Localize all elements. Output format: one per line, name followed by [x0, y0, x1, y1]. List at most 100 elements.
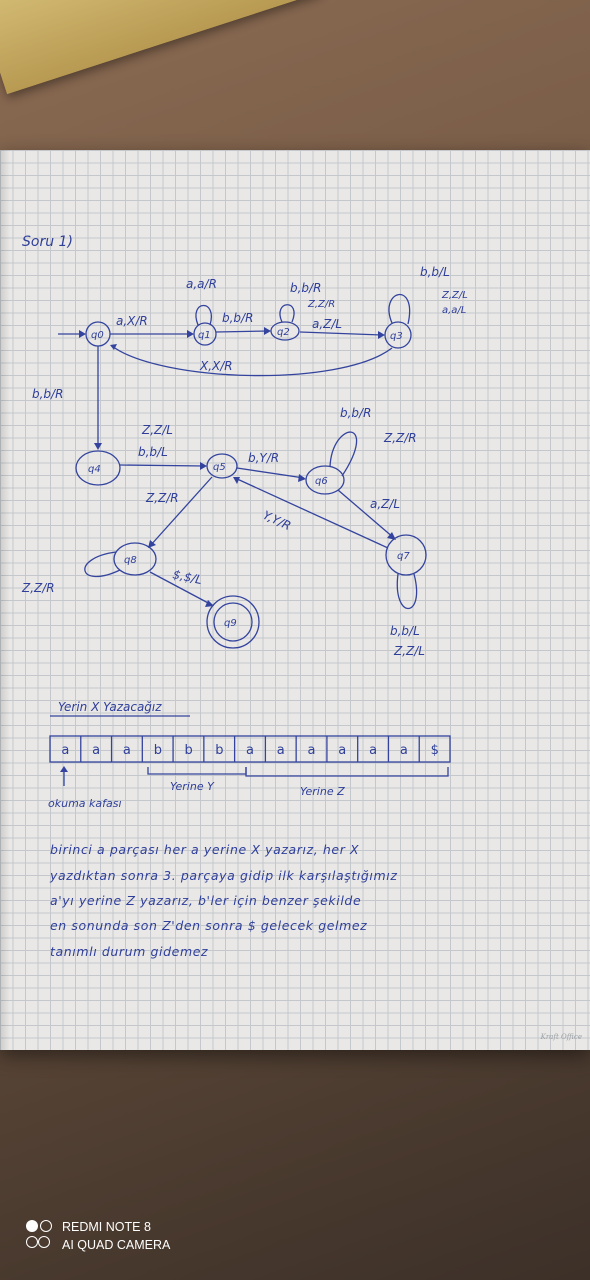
svg-text:b,b/R: b,b/R	[340, 406, 371, 420]
svg-text:X,X/R: X,X/R	[199, 359, 233, 373]
svg-text:q4: q4	[88, 464, 101, 475]
brace-z: Yerine Z	[245, 767, 449, 798]
tape-cell-symbol: a	[246, 743, 254, 758]
brace-y: Yerine Y	[147, 767, 247, 793]
explanation-line-1: birinci a parçası her a yerine X yazarız…	[50, 842, 359, 857]
paper-brand-mark: Kraft Office	[540, 1033, 582, 1041]
svg-text:q0: q0	[91, 330, 104, 341]
edge-q8-loop: Z,Z/R	[21, 551, 121, 595]
edge-q1-q2: b,b/R	[215, 311, 271, 335]
camera-model: REDMI NOTE 8	[62, 1220, 151, 1234]
tape-cell: b	[141, 736, 162, 762]
edge-q7-loop: b,b/L Z,Z/L	[390, 573, 425, 658]
tape-cell-symbol: a	[369, 743, 377, 758]
tape-cell-symbol: b	[184, 743, 192, 758]
tape-cell: $	[418, 736, 439, 762]
state-q2: q2	[270, 321, 300, 341]
svg-text:Z,Z/L: Z,Z/L	[393, 644, 425, 658]
svg-text:a,a/L: a,a/L	[442, 305, 466, 316]
tape-cell: b	[203, 736, 223, 762]
edge-q6-loop: b,b/R Z,Z/R	[329, 406, 417, 477]
svg-text:b,b/L: b,b/L	[138, 445, 168, 459]
explanation-line-5: tanımlı durum gidemez	[50, 944, 208, 959]
state-q0: q0	[85, 321, 111, 347]
edge-q3-loop: b,b/L Z,Z/L a,a/L	[388, 265, 468, 325]
tape-cell: b	[172, 736, 193, 762]
svg-text:Z,Z/R: Z,Z/R	[307, 299, 335, 310]
graph-paper-sheet: Soru 1) q0 q1 q2 q3 q4 q5 q6	[0, 150, 590, 1050]
svg-text:a,Z/L: a,Z/L	[312, 317, 342, 331]
edge-q2-q3: a,Z/L	[299, 317, 385, 339]
camera-logo-icon	[26, 1220, 56, 1254]
tape-cell: a	[61, 743, 69, 758]
state-q4: q4	[75, 450, 121, 486]
handwritten-turing-machine: Soru 1) q0 q1 q2 q3 q4 q5 q6	[21, 234, 468, 959]
svg-text:b,b/R: b,b/R	[222, 311, 253, 325]
tape-cell: a	[295, 736, 316, 762]
edge-q3-q0: X,X/R	[110, 344, 393, 377]
tape-cell-symbol: a	[400, 743, 408, 758]
tape-cell-symbol: b	[154, 743, 162, 758]
svg-text:q2: q2	[277, 327, 290, 338]
edge-q8-q9: $,$/L	[149, 567, 214, 607]
paper-margin-shade	[0, 150, 10, 1050]
svg-text:a,a/R: a,a/R	[186, 277, 217, 291]
svg-text:b,b/L: b,b/L	[390, 624, 420, 638]
svg-text:q3: q3	[390, 331, 403, 342]
state-q8: q8	[113, 542, 157, 576]
tape-cell: a	[264, 736, 285, 762]
svg-text:Z,Z/R: Z,Z/R	[383, 431, 417, 445]
svg-text:Z,Z/L: Z,Z/L	[141, 423, 173, 437]
tape-cell: a	[233, 736, 254, 762]
tape-cell-symbol: a	[61, 743, 69, 758]
tape-cell: a	[110, 736, 131, 762]
edge-q0-q1: a,X/R	[110, 314, 194, 338]
svg-text:q1: q1	[198, 330, 211, 341]
explanation-line-2: yazdıktan sonra 3. parçaya gidip ilk kar…	[49, 868, 398, 883]
svg-text:q9: q9	[224, 618, 237, 629]
svg-text:b,b/R: b,b/R	[290, 281, 321, 295]
heading: Soru 1)	[22, 234, 73, 250]
tape-top-note: Yerin X Yazacağız	[58, 700, 162, 714]
state-q7: q7	[385, 534, 427, 576]
tape-cell: a	[357, 736, 377, 762]
svg-text:a,X/R: a,X/R	[116, 314, 148, 328]
tape-cell-symbol: b	[215, 743, 223, 758]
state-q9-accept: q9	[206, 595, 260, 649]
edge-q2-loop: b,b/R Z,Z/R	[279, 281, 335, 323]
camera-feature: AI QUAD CAMERA	[62, 1238, 171, 1252]
start-arrow	[58, 330, 86, 338]
svg-text:b,b/L: b,b/L	[420, 265, 450, 279]
tape-cell: a	[80, 736, 100, 762]
tape-cell-symbol: a	[277, 743, 285, 758]
read-head-arrow: okuma kafası	[48, 766, 122, 810]
svg-text:Yerine Z: Yerine Z	[300, 785, 345, 798]
edge-q0-q4: b,b/R	[32, 346, 102, 450]
edge-q6-q7: a,Z/L	[337, 489, 400, 540]
svg-text:okuma kafası: okuma kafası	[48, 797, 122, 810]
edge-q4-q5: Z,Z/L b,b/L	[119, 423, 207, 470]
tape-cell-symbol: a	[308, 743, 316, 758]
state-q6: q6	[305, 465, 345, 495]
svg-text:$,$/L: $,$/L	[171, 567, 203, 587]
svg-text:Z,Z/L: Z,Z/L	[441, 290, 468, 301]
tape-cell-symbol: a	[338, 743, 346, 758]
tape: a a a b b b a a a a a a $	[49, 735, 451, 763]
edge-q5-q8: Z,Z/R	[145, 476, 213, 548]
svg-text:Y,Y/R: Y,Y/R	[261, 508, 293, 533]
tape-cell-symbol: a	[92, 743, 100, 758]
svg-text:Yerine Y: Yerine Y	[170, 780, 215, 793]
svg-text:a,Z/L: a,Z/L	[370, 497, 400, 511]
svg-text:q8: q8	[124, 555, 137, 566]
svg-text:Z,Z/R: Z,Z/R	[145, 491, 179, 505]
svg-text:q5: q5	[213, 462, 226, 473]
explanation-line-4: en sonunda son Z'den sonra $ gelecek gel…	[50, 918, 367, 933]
svg-text:Z,Z/R: Z,Z/R	[21, 581, 55, 595]
tape-cell-symbol: $	[431, 743, 439, 758]
explanation: birinci a parçası her a yerine X yazarız…	[49, 842, 398, 959]
state-q1: q1	[193, 322, 217, 346]
tape-cell-symbol: a	[123, 743, 131, 758]
svg-text:q7: q7	[397, 551, 410, 562]
explanation-line-3: a'yı yerine Z yazarız, b'ler için benzer…	[50, 893, 361, 908]
state-q3: q3	[384, 321, 412, 349]
